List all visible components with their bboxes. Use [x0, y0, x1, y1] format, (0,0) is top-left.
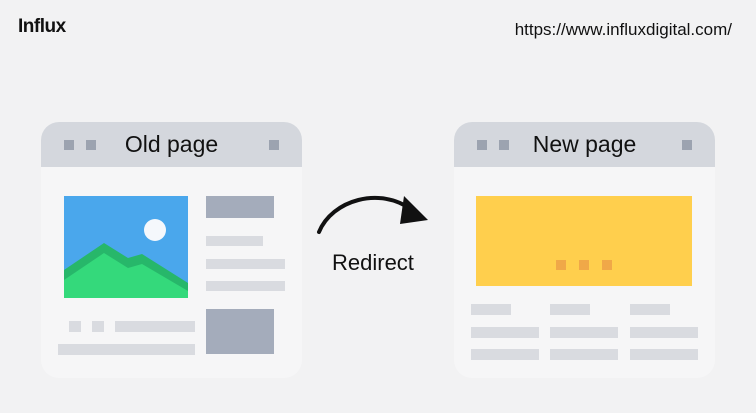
placeholder-block: [206, 309, 274, 354]
placeholder-text-line: [206, 259, 285, 269]
brand-logo: Influx: [18, 16, 66, 37]
placeholder-heading: [630, 304, 670, 315]
new-page-window: New page: [454, 122, 715, 378]
old-page-title: Old page: [124, 131, 219, 157]
placeholder-text-line: [471, 327, 539, 338]
ellipsis-dot: [556, 260, 566, 270]
window-control-dot: [269, 140, 279, 150]
placeholder-text-line: [550, 349, 618, 360]
old-page-window: Old page: [41, 122, 302, 378]
placeholder-heading: [550, 304, 590, 315]
placeholder-text-line: [206, 236, 263, 246]
placeholder-bullet: [69, 321, 81, 332]
placeholder-text-line: [206, 281, 285, 291]
landscape-illustration: [64, 219, 188, 298]
window-control-dot: [64, 140, 74, 150]
placeholder-text-line: [630, 349, 698, 360]
mountain-icon: [64, 253, 188, 298]
page-url: https://www.influxdigital.com/: [514, 20, 732, 39]
placeholder-text-line: [471, 349, 539, 360]
placeholder-heading: [206, 196, 274, 218]
window-control-dot: [499, 140, 509, 150]
window-control-dot: [477, 140, 487, 150]
new-page-title: New page: [532, 131, 637, 157]
ellipsis-dot: [579, 260, 589, 270]
new-page-titlebar: New page: [454, 122, 715, 167]
placeholder-text-line: [115, 321, 195, 332]
redirect-label: Redirect: [332, 250, 414, 275]
content-block: [476, 196, 692, 286]
placeholder-text-line: [550, 327, 618, 338]
ellipsis-dot: [602, 260, 612, 270]
image-icon: [64, 196, 188, 298]
placeholder-bullet: [92, 321, 104, 332]
sun-icon: [144, 219, 166, 241]
curved-arrow-icon: [317, 195, 428, 234]
placeholder-heading: [471, 304, 511, 315]
window-control-dot: [682, 140, 692, 150]
window-control-dot: [86, 140, 96, 150]
old-page-titlebar: Old page: [41, 122, 302, 167]
placeholder-text-line: [58, 344, 195, 355]
placeholder-text-line: [630, 327, 698, 338]
